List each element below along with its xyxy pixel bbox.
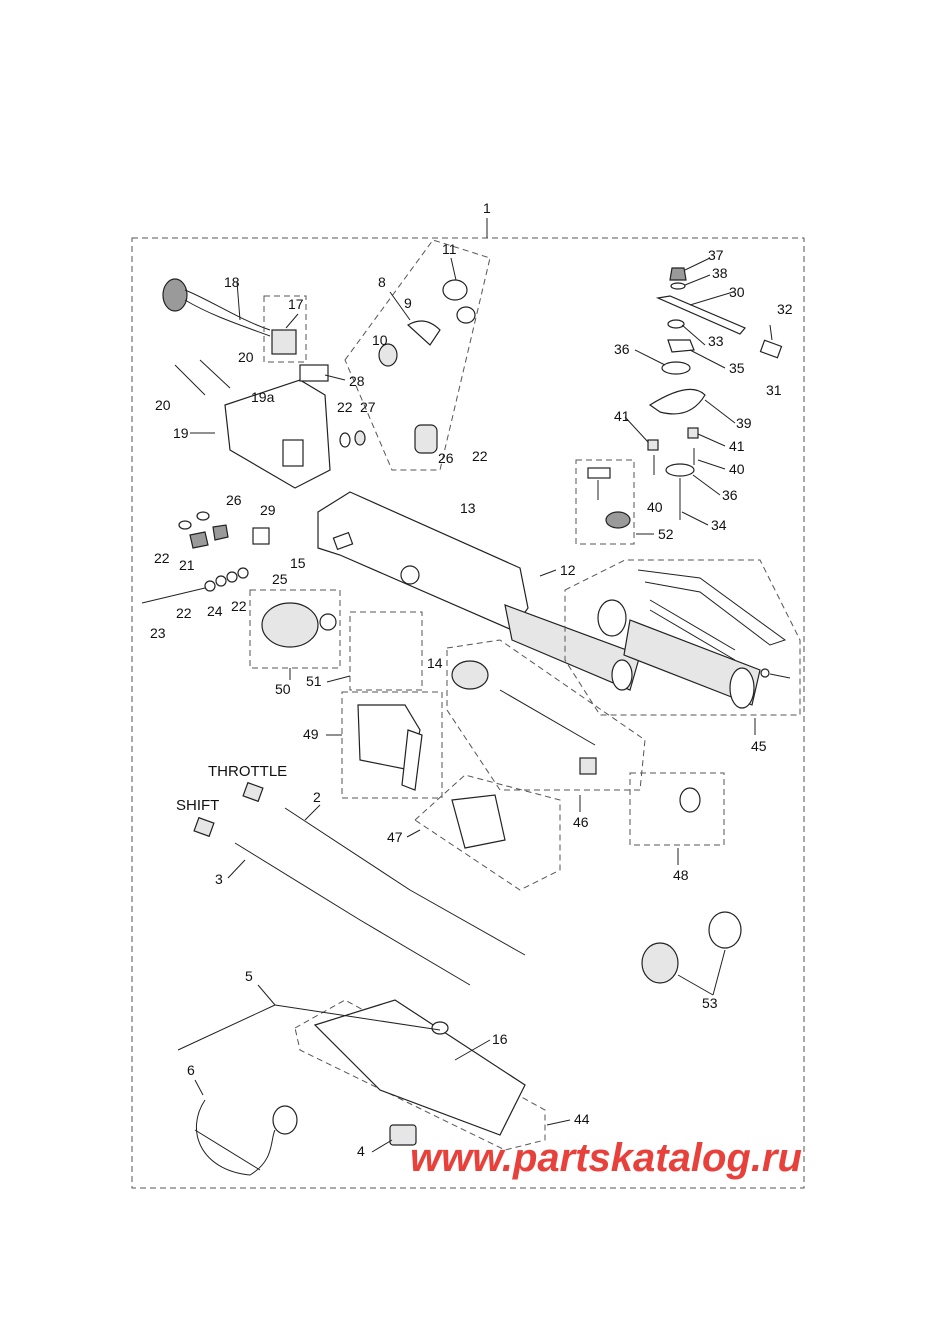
callout-41b: 41 bbox=[729, 438, 745, 454]
throttle-label: THROTTLE bbox=[208, 763, 287, 780]
callout-36b: 36 bbox=[722, 487, 738, 503]
callout-20b: 20 bbox=[155, 397, 171, 413]
friction-parts bbox=[647, 267, 783, 520]
steering-handle-body bbox=[317, 491, 641, 691]
callout-51: 51 bbox=[306, 673, 322, 689]
callout-14: 14 bbox=[427, 655, 443, 671]
callout-40b: 40 bbox=[647, 499, 663, 515]
callout-22d: 22 bbox=[176, 605, 192, 621]
knob-part-50 bbox=[249, 589, 341, 669]
callout-34: 34 bbox=[711, 517, 727, 533]
callout-3: 3 bbox=[215, 871, 223, 887]
callout-45: 45 bbox=[751, 738, 767, 754]
callout-46: 46 bbox=[573, 814, 589, 830]
callout-50: 50 bbox=[275, 681, 291, 697]
callout-29: 29 bbox=[260, 502, 276, 518]
callout-41a: 41 bbox=[614, 408, 630, 424]
callout-26a: 26 bbox=[438, 450, 454, 466]
callout-13: 13 bbox=[460, 500, 476, 516]
callout-12: 12 bbox=[560, 562, 576, 578]
callout-17: 17 bbox=[288, 296, 304, 312]
callout-40a: 40 bbox=[729, 461, 745, 477]
callout-10: 10 bbox=[372, 332, 388, 348]
callout-33: 33 bbox=[708, 333, 724, 349]
callout-31: 31 bbox=[766, 382, 782, 398]
callout-21: 21 bbox=[179, 557, 195, 573]
lower-housing bbox=[194, 999, 546, 1176]
callout-30: 30 bbox=[729, 284, 745, 300]
parts-46-47-48 bbox=[414, 639, 725, 891]
callout-27: 27 bbox=[360, 399, 376, 415]
callout-39: 39 bbox=[736, 415, 752, 431]
part-52-bracket bbox=[575, 459, 635, 545]
callout-9: 9 bbox=[404, 295, 412, 311]
callout-15: 15 bbox=[290, 555, 306, 571]
callout-38: 38 bbox=[712, 265, 728, 281]
callout-22c: 22 bbox=[154, 550, 170, 566]
caps-part-53 bbox=[641, 911, 742, 984]
callout-28: 28 bbox=[349, 373, 365, 389]
callout-32: 32 bbox=[777, 301, 793, 317]
leader-lines bbox=[177, 257, 756, 1153]
watermark: www.partskatalog.ru bbox=[410, 1136, 802, 1180]
callout-35: 35 bbox=[729, 360, 745, 376]
grip-assembly bbox=[564, 559, 801, 716]
callout-53: 53 bbox=[702, 995, 718, 1011]
callout-4: 4 bbox=[357, 1143, 365, 1159]
callout-24: 24 bbox=[207, 603, 223, 619]
assembly-frame bbox=[131, 237, 805, 1189]
callout-8: 8 bbox=[378, 274, 386, 290]
shift-label: SHIFT bbox=[176, 797, 219, 814]
wire-harness-bracket bbox=[141, 278, 366, 604]
callout-1: 1 bbox=[483, 200, 491, 216]
callout-5: 5 bbox=[245, 968, 253, 984]
callout-23: 23 bbox=[150, 625, 166, 641]
callout-20a: 20 bbox=[238, 349, 254, 365]
callout-48: 48 bbox=[673, 867, 689, 883]
callout-11: 11 bbox=[442, 241, 457, 257]
callout-16: 16 bbox=[492, 1031, 508, 1047]
parts-49-51 bbox=[341, 611, 443, 799]
callout-47: 47 bbox=[387, 829, 403, 845]
callout-26b: 26 bbox=[226, 492, 242, 508]
callouts: 1 2 3 4 5 6 8 9 10 11 12 13 14 15 16 17 … bbox=[150, 200, 793, 1159]
callout-18: 18 bbox=[224, 274, 240, 290]
callout-36a: 36 bbox=[614, 341, 630, 357]
callout-19: 19 bbox=[173, 425, 189, 441]
callout-49: 49 bbox=[303, 726, 319, 742]
callout-25: 25 bbox=[272, 571, 288, 587]
callout-22a: 22 bbox=[337, 399, 353, 415]
callout-6: 6 bbox=[187, 1062, 195, 1078]
callout-22b: 22 bbox=[472, 448, 488, 464]
callout-44: 44 bbox=[574, 1111, 590, 1127]
key-switch-parts bbox=[344, 239, 491, 471]
callout-52: 52 bbox=[658, 526, 674, 542]
callout-2: 2 bbox=[313, 789, 321, 805]
callout-19a: 19a bbox=[251, 389, 275, 405]
callout-22e: 22 bbox=[231, 598, 247, 614]
control-cables bbox=[193, 781, 526, 986]
callout-37: 37 bbox=[708, 247, 724, 263]
